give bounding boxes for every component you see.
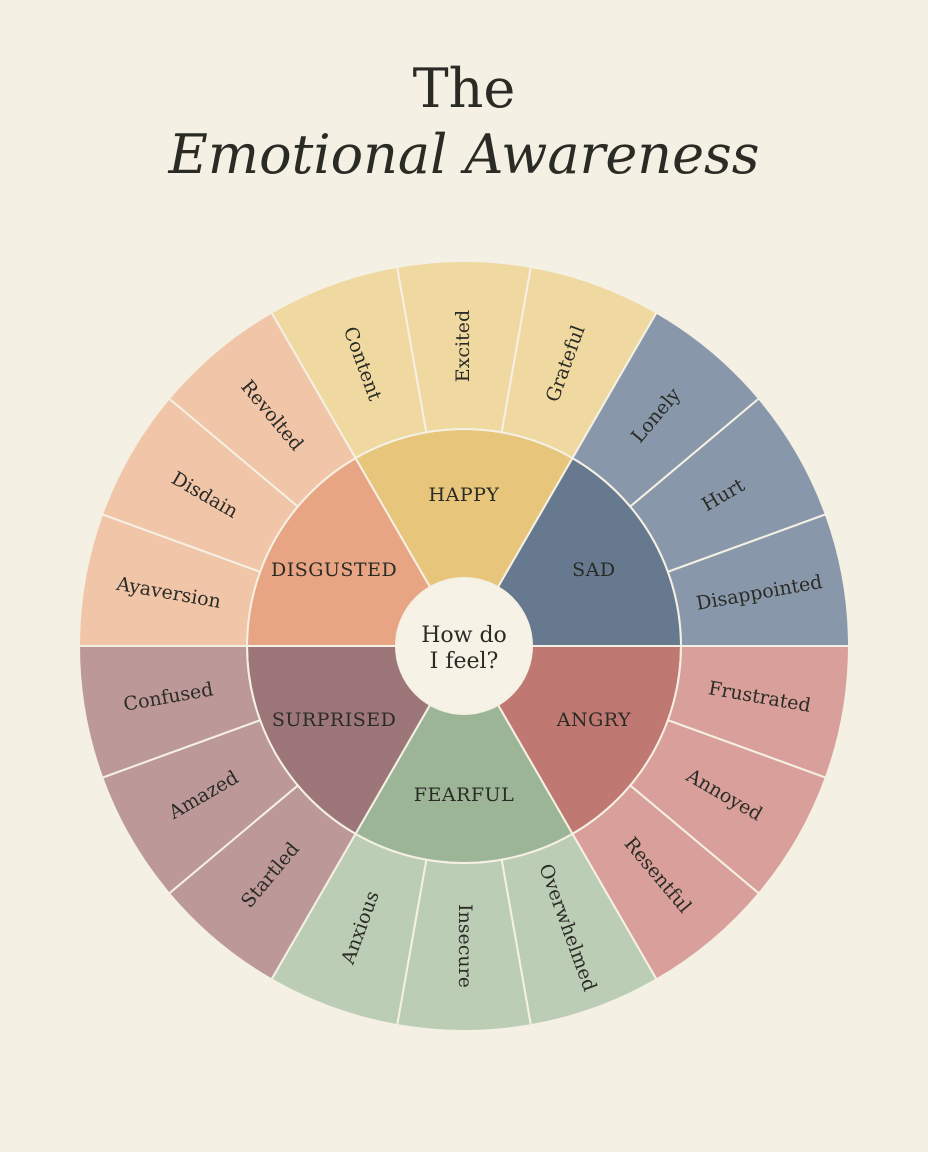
outer-ring [77,260,851,1032]
title-line-1: The [412,57,516,120]
inner-label-sad: SAD [572,559,615,581]
inner-label-disgusted: DISGUSTED [271,559,397,581]
inner-label-happy: HAPPY [429,484,500,506]
center-label-line-1: How do [421,623,507,648]
title-line-2: Emotional Awareness [168,123,760,186]
center-label-line-2: I feel? [430,649,499,674]
outer-label-insecure: Insecure [454,904,476,988]
outer-label-excited: Excited [452,310,474,382]
inner-label-angry: ANGRY [556,709,631,731]
title: The Emotional Awareness [0,62,928,182]
inner-label-fearful: FEARFUL [414,784,514,806]
outer-sector-revolted [167,311,357,508]
inner-label-surprised: SURPRISED [272,709,397,731]
center-circle [395,577,533,715]
